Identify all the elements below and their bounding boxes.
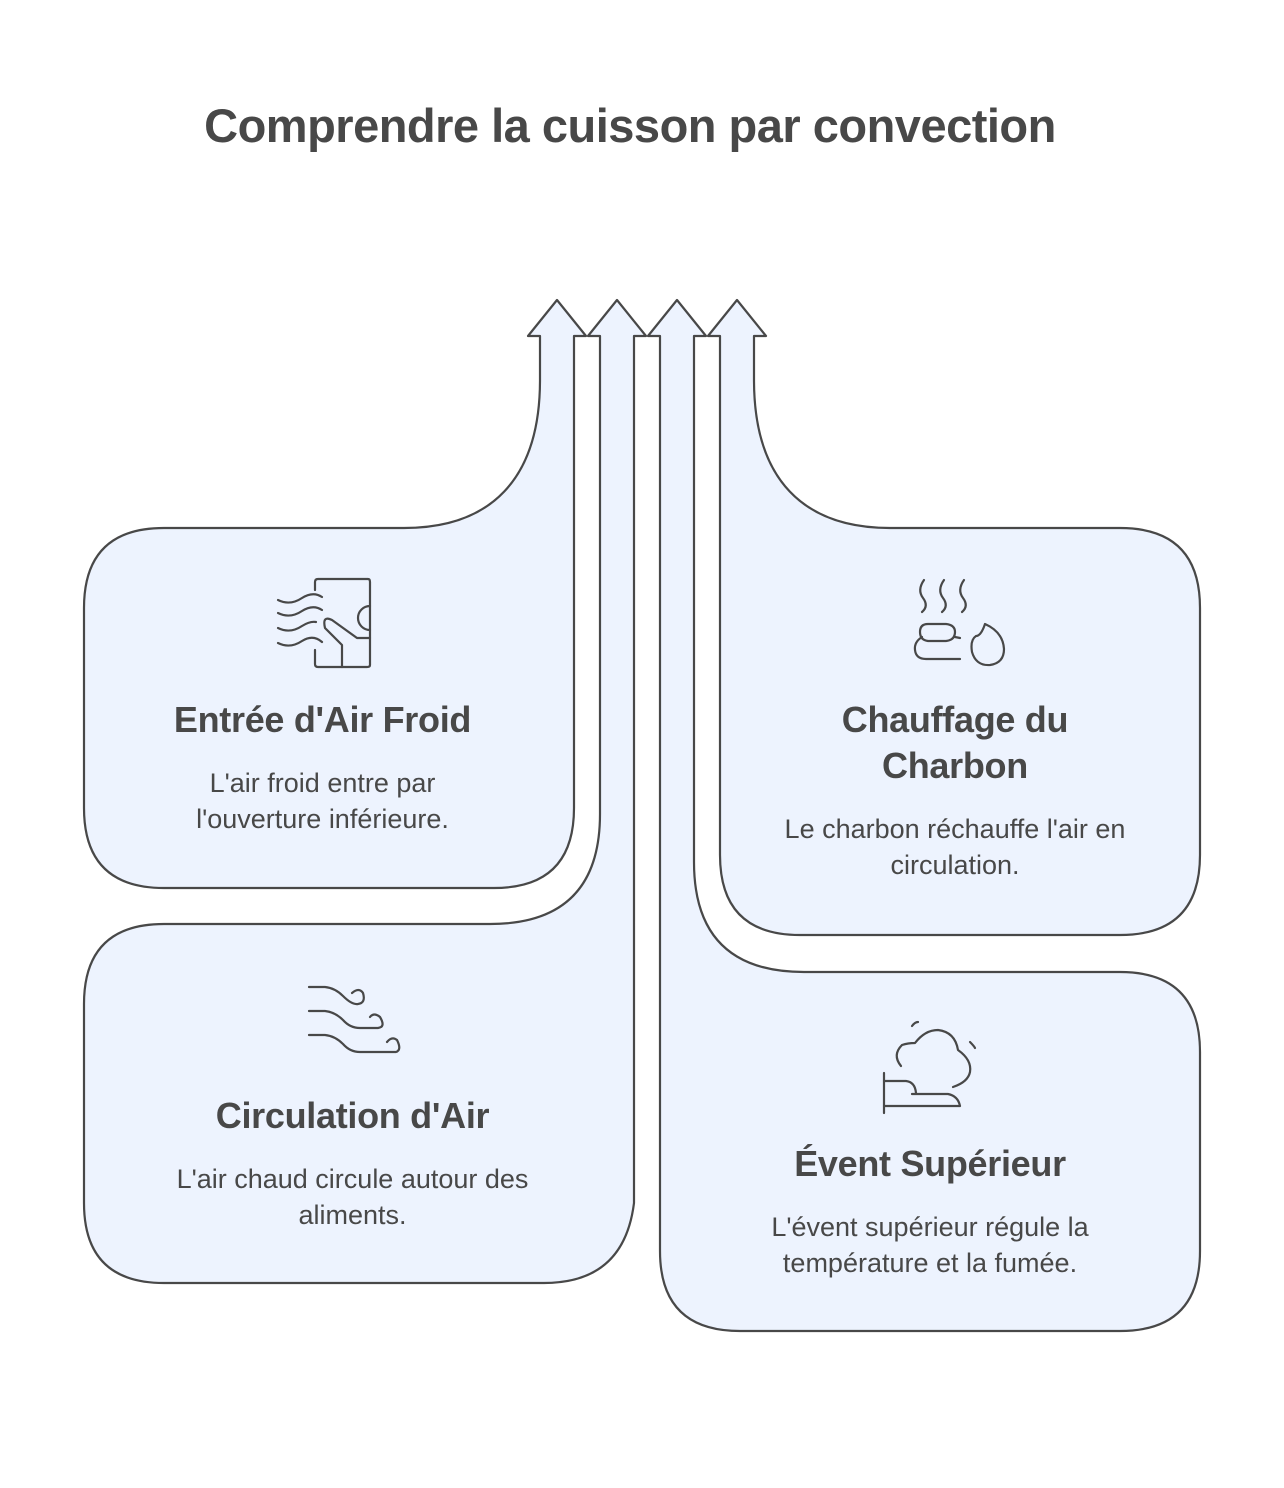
arrow-card-coal-heating (706, 298, 1202, 937)
hot-coal-flame-icon (913, 578, 1006, 667)
card-heading: Circulation d'Air (215, 1095, 490, 1136)
diagram-title: Comprendre la cuisson par convection (204, 99, 1056, 152)
wind-swirl-icon (307, 985, 401, 1054)
card-heading: Évent Supérieur (794, 1143, 1066, 1184)
card-air-circulation: Circulation d'Air L'air chaud circule au… (130, 1093, 575, 1233)
card-description: L'air froid entre par l'ouverture inféri… (196, 768, 449, 834)
card-description: L'air chaud circule autour des aliments. (176, 1164, 529, 1230)
card-description: L'évent supérieur régule la température … (771, 1212, 1089, 1278)
arrow-card-air-circulation (82, 298, 648, 1285)
card-top-vent: Évent Supérieur L'évent supérieur régule… (735, 1141, 1125, 1281)
arrow-card-cold-air-intake (82, 298, 588, 890)
card-description: Le charbon réchauffe l'air en circulatio… (784, 814, 1126, 880)
card-heading: Entrée d'Air Froid (173, 699, 472, 740)
card-heading: Chauffage du Charbon (841, 699, 1069, 786)
card-coal-heating: Chauffage du Charbon Le charbon réchauff… (780, 697, 1130, 883)
cold-air-window-icon (276, 577, 372, 669)
arrow-card-top-vent (646, 298, 1202, 1333)
vent-smoke-icon (882, 1020, 977, 1115)
card-cold-air-intake: Entrée d'Air Froid L'air froid entre par… (130, 697, 515, 837)
